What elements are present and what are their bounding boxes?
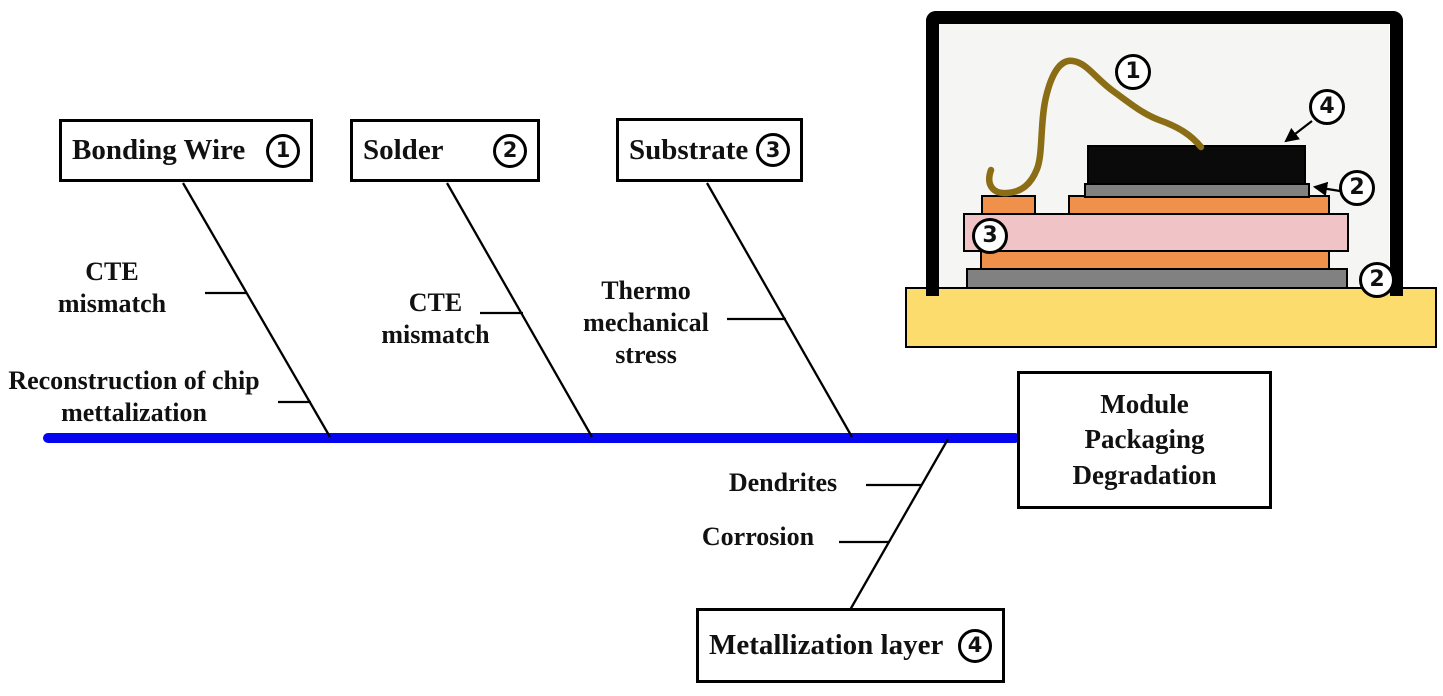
cause-label-dendrites: Dendrites: [728, 468, 838, 497]
cause-label-thermo-mechanical-stress: Thermo mechanical stress: [583, 276, 709, 370]
callout-ceramic-substrate: 3: [972, 218, 1008, 254]
effect-label: Module Packaging Degradation: [1072, 389, 1217, 490]
category-box-metallization: Metallization layer 4: [696, 608, 1005, 683]
effect-box: Module Packaging Degradation: [1017, 371, 1272, 509]
callout-die-attach-solder: 2: [1339, 170, 1375, 206]
cause-label-reconstruction: Reconstruction of chip mettalization: [8, 366, 260, 428]
category-label-metallization: Metallization layer: [709, 629, 944, 661]
branch-line-metallization: [849, 438, 949, 611]
category-number-solder: 2: [493, 133, 527, 168]
baseplate-layer: [905, 287, 1437, 348]
cause-label-corrosion: Corrosion: [701, 522, 815, 551]
category-box-solder: Solder 2: [350, 119, 540, 182]
category-label-solder: Solder: [363, 134, 444, 166]
cause-label-cte-mismatch-solder: CTE mismatch: [381, 288, 490, 350]
category-number-substrate: 3: [756, 133, 790, 167]
module-case-frame: [926, 11, 1403, 296]
category-box-substrate: Substrate 3: [616, 118, 803, 182]
callout-baseplate-solder: 2: [1359, 262, 1395, 298]
category-label-substrate: Substrate: [629, 133, 749, 166]
callout-chip-metallization: 4: [1309, 89, 1345, 125]
cause-label-cte-mismatch-bonding: CTE mismatch: [57, 257, 167, 319]
branch-line-substrate: [706, 182, 853, 438]
category-box-bonding-wire: Bonding Wire 1: [59, 119, 313, 182]
category-number-metallization: 4: [958, 628, 992, 663]
callout-bonding-wire: 1: [1115, 54, 1151, 90]
category-number-bonding-wire: 1: [266, 133, 300, 168]
category-label-bonding-wire: Bonding Wire: [72, 134, 246, 166]
